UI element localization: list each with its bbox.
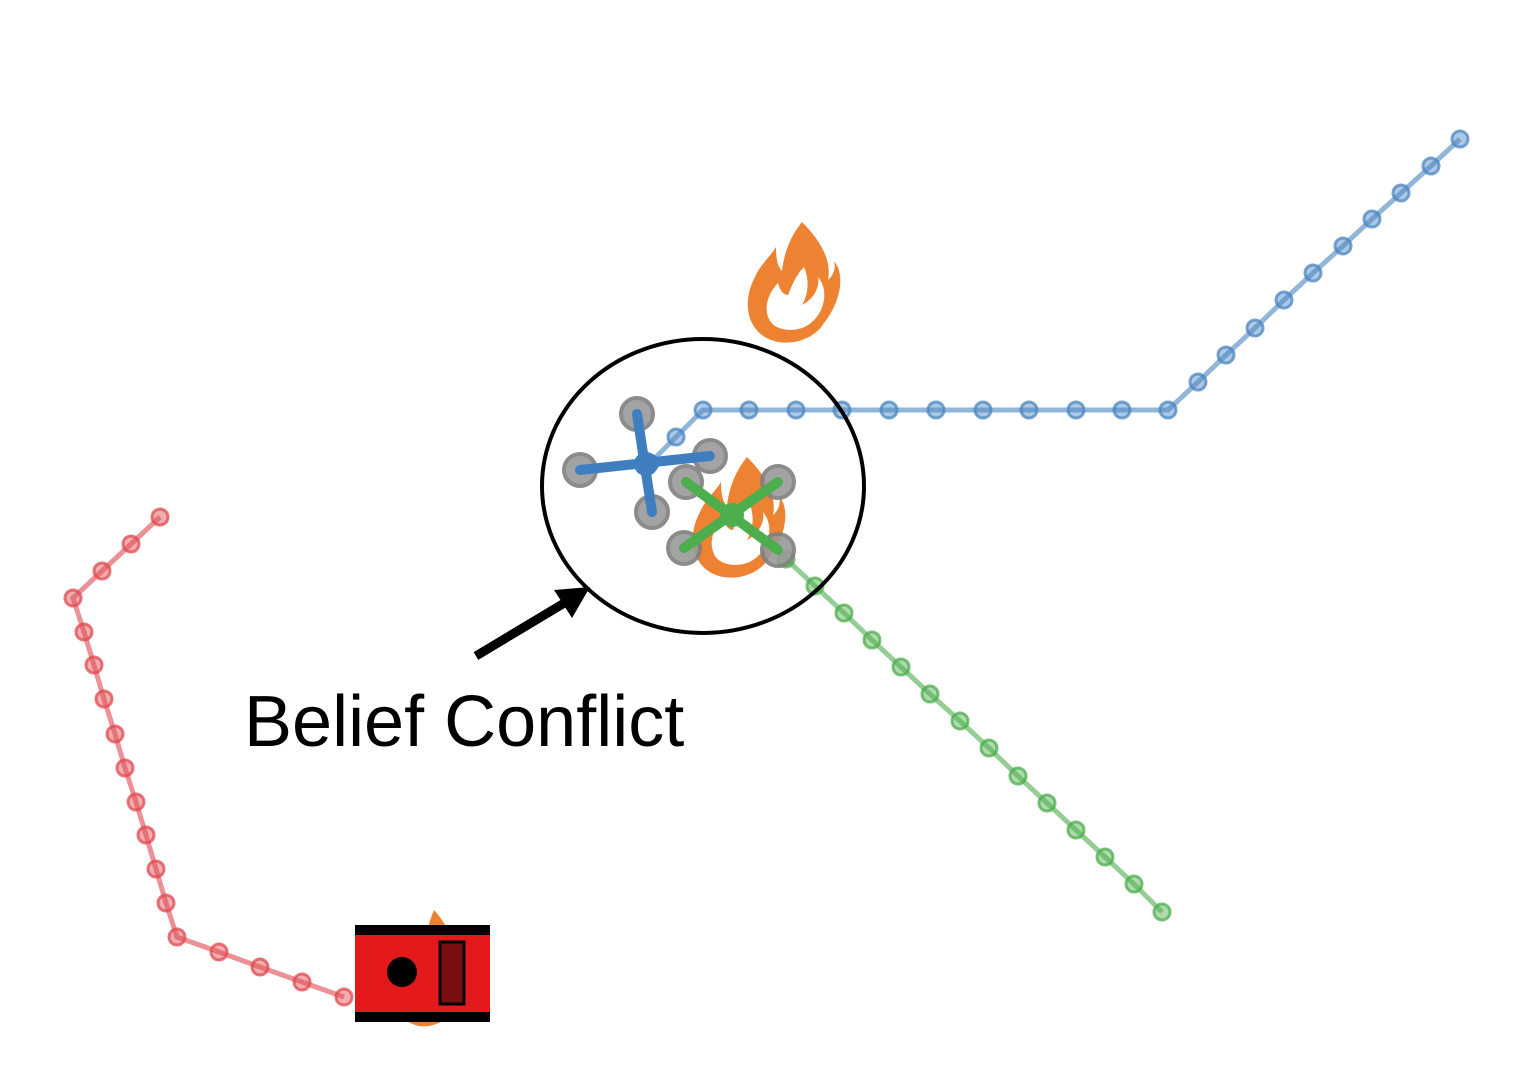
waypoint-marker [979,738,999,758]
trajectory-line [756,529,1164,914]
waypoint-marker [63,588,83,608]
trajectory-line [648,137,1462,465]
waypoint-marker [1188,372,1208,392]
waypoint-marker [693,400,713,420]
waypoint-marker [1158,400,1178,420]
waypoint-marker [1008,766,1028,786]
waypoint-marker [105,724,125,744]
waypoint-marker [1152,902,1172,922]
waypoint-marker [1037,793,1057,813]
belief-conflict-label: Belief Conflict [244,682,685,762]
conflict-arrow [473,587,590,660]
waypoint-marker [1274,290,1294,310]
waypoint-marker [1362,209,1382,229]
waypoint-marker [1450,129,1470,149]
belief-conflict-circle [540,337,866,635]
waypoint-marker [920,684,940,704]
fire-icon [747,222,841,343]
waypoint-marker [1245,318,1265,338]
waypoint-marker [292,972,312,992]
green-robot-trajectory [748,521,1172,922]
waypoint-marker [334,987,354,1007]
waypoint-marker [891,657,911,677]
quadrotor-drone-icon [562,396,728,530]
waypoint-marker [136,825,156,845]
waypoint-marker [1019,400,1039,420]
waypoint-marker [926,400,946,420]
waypoint-marker [862,630,882,650]
waypoint-marker [94,689,114,709]
waypoint-marker [973,400,993,420]
waypoint-marker [834,603,854,623]
blue-robot-trajectory [640,129,1470,473]
waypoint-marker [879,400,899,420]
waypoint-marker [167,927,187,947]
waypoint-marker [1124,874,1144,894]
waypoint-marker [950,711,970,731]
waypoint-marker [156,893,176,913]
waypoint-marker [150,507,170,527]
waypoint-marker [121,534,141,554]
waypoint-marker [1066,400,1086,420]
waypoint-marker [1095,847,1115,867]
waypoint-marker [250,957,270,977]
waypoint-marker [74,622,94,642]
waypoint-marker [1391,183,1411,203]
waypoint-marker [146,859,166,879]
waypoint-marker [126,792,146,812]
waypoint-marker [1333,236,1353,256]
waypoint-marker [115,758,135,778]
waypoint-marker [1216,345,1236,365]
waypoint-marker [666,427,686,447]
waypoint-marker [786,400,806,420]
waypoint-marker [1421,156,1441,176]
waypoint-marker [739,400,759,420]
waypoint-marker [92,561,112,581]
waypoint-marker [1303,263,1323,283]
red-robot-trajectory [63,507,354,1007]
waypoint-marker [1112,400,1132,420]
ground-robot-icon [355,925,490,1022]
quadrotor-drone-icon [666,464,796,568]
waypoint-marker [209,942,229,962]
waypoint-marker [1066,820,1086,840]
waypoint-marker [84,655,104,675]
